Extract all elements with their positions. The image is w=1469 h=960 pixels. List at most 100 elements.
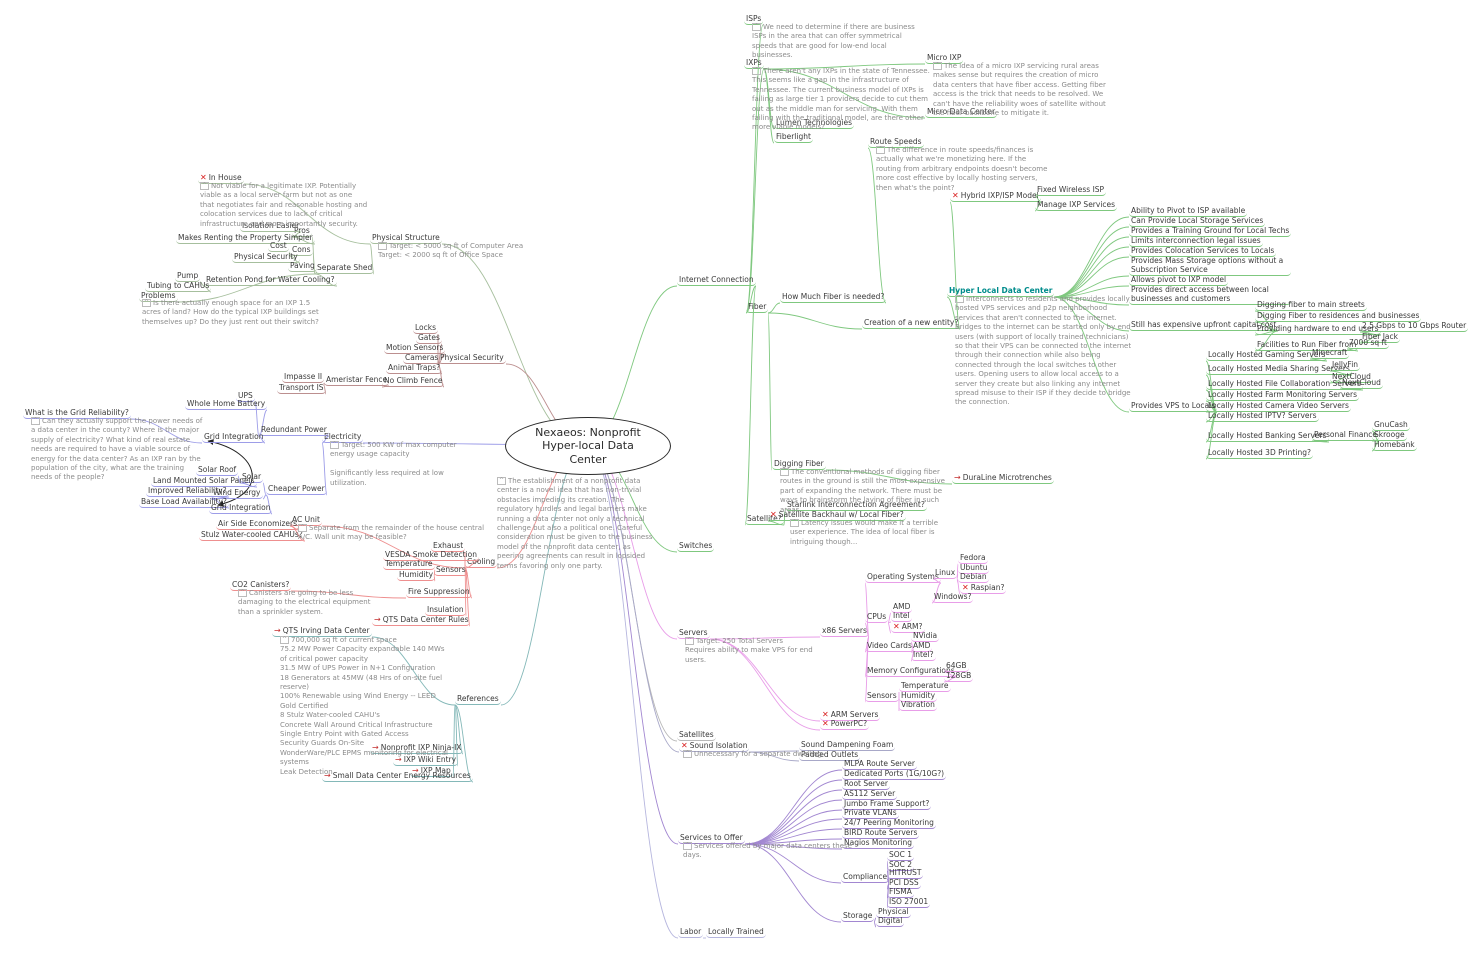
node-dedicated-ports[interactable]: Dedicated Ports (1G/10G?) — [842, 769, 947, 780]
node-animal-traps[interactable]: Animal Traps? — [386, 363, 443, 374]
node-motion-sensors[interactable]: Motion Sensors — [384, 343, 446, 354]
node-grid-reliability[interactable]: What is the Grid Reliability? — [23, 408, 131, 419]
node-cheaper-power[interactable]: Cheaper Power — [266, 484, 327, 495]
node-fiber-jack[interactable]: Fiber Jack — [1360, 332, 1400, 343]
node-creation-entity[interactable]: Creation of a new entity? — [862, 318, 961, 329]
node-locks[interactable]: Locks — [413, 323, 439, 334]
node-hybrid-model[interactable]: ✕Hybrid IXP/ISP Model — [950, 191, 1041, 202]
node-debian[interactable]: Debian — [958, 572, 989, 583]
node-cameras[interactable]: Cameras — [403, 353, 441, 364]
node-bird[interactable]: BIRD Route Servers — [842, 828, 920, 839]
node-soc1[interactable]: SOC 1 — [887, 850, 915, 861]
node-compliance[interactable]: Compliance — [841, 872, 890, 883]
node-micro-ixp[interactable]: Micro IXP — [925, 53, 964, 64]
node-media-sharing[interactable]: Locally Hosted Media Sharing Servers — [1206, 364, 1352, 375]
node-video-cards[interactable]: Video Cards — [865, 641, 914, 652]
node-sound-foam[interactable]: Sound Dampening Foam — [799, 740, 896, 751]
node-file-collab[interactable]: Locally Hosted File Collaboration Server… — [1206, 379, 1363, 390]
node-solar[interactable]: Solar — [240, 472, 264, 483]
node-banking[interactable]: Locally Hosted Banking Servers — [1206, 431, 1329, 442]
node-ninja-ix[interactable]: →Nonprofit IXP Ninja-IX — [370, 743, 464, 754]
node-in-house[interactable]: ✕In House — [198, 173, 244, 184]
node-minecraft[interactable]: Minecraft — [1310, 348, 1350, 359]
node-qts-irving[interactable]: →QTS Irving Data Center — [272, 626, 372, 637]
node-hyper-local-dc[interactable]: Hyper Local Data Center — [947, 286, 1055, 297]
node-intel-gpu[interactable]: Intel? — [911, 650, 936, 661]
node-nextcloud1[interactable]: NextCloud — [1330, 372, 1373, 383]
node-allows-pivot[interactable]: Allows pivot to IXP model — [1129, 275, 1229, 286]
node-ubuntu[interactable]: Ubuntu — [958, 563, 990, 574]
node-personal-finance[interactable]: Personal Finance — [1312, 430, 1379, 441]
node-soc2[interactable]: SOC 2 — [887, 860, 915, 871]
node-camera-video[interactable]: Locally Hosted Camera Video Servers — [1206, 401, 1351, 412]
node-gb64[interactable]: 64GB — [944, 661, 969, 672]
node-memory[interactable]: Memory Configurations — [865, 666, 957, 677]
node-duraline[interactable]: →DuraLine Microtrenches — [952, 473, 1054, 484]
node-padded-outlets[interactable]: Padded Outlets — [799, 750, 861, 761]
node-router-25[interactable]: 2.5 Gbps to 10 Gbps Router — [1360, 321, 1469, 332]
node-lumen[interactable]: Lumen Technologies — [774, 118, 855, 129]
node-sensors-cooling[interactable]: Sensors — [434, 565, 468, 576]
node-switches[interactable]: Switches — [677, 541, 715, 552]
node-how-much-fiber[interactable]: How Much Fiber is needed? — [780, 292, 887, 303]
node-small-dc[interactable]: →Small Data Center Energy Resources — [322, 771, 473, 782]
node-impasse[interactable]: Impasse II — [282, 372, 325, 383]
node-labor[interactable]: Labor — [678, 927, 704, 938]
node-ixp-wiki[interactable]: →IXP Wiki Entry — [393, 755, 459, 766]
node-redundant-power[interactable]: Redundant Power — [259, 425, 329, 436]
node-pros[interactable]: Pros — [292, 226, 312, 237]
node-separate-shed[interactable]: Separate Shed — [315, 263, 375, 274]
node-fire-suppression[interactable]: Fire Suppression — [406, 587, 472, 598]
node-no-climb[interactable]: No Climb Fence — [382, 376, 445, 387]
node-makes-renting[interactable]: Makes Renting the Property Simpler — [176, 233, 315, 244]
node-satellite-q[interactable]: Satellite? — [745, 514, 784, 525]
node-isps[interactable]: ISPs — [744, 14, 764, 25]
node-pump[interactable]: Pump — [175, 271, 201, 282]
node-tubing-cahus[interactable]: Tubing to CAHUs — [145, 281, 212, 292]
node-nextcloud2[interactable]: NextCloud — [1340, 378, 1383, 389]
node-route-speeds[interactable]: Route Speeds — [868, 137, 924, 148]
node-jellyfin[interactable]: JellyFin — [1330, 360, 1361, 371]
node-temp-s[interactable]: Temperature — [899, 681, 951, 692]
node-ability-pivot[interactable]: Ability to Pivot to ISP available — [1129, 206, 1248, 217]
node-intel-cpu[interactable]: Intel — [891, 611, 912, 622]
node-isolation-easier[interactable]: Isolation Easier — [240, 221, 302, 232]
node-digging-residences[interactable]: Digging Fiber to residences and business… — [1255, 311, 1422, 322]
node-satellites[interactable]: Satellites — [677, 730, 716, 741]
node-cpus[interactable]: CPUs — [865, 612, 889, 623]
node-gb128[interactable]: 128GB — [944, 671, 974, 682]
node-ixps[interactable]: IXPs — [744, 58, 764, 69]
node-ameristar[interactable]: Ameristar Fence — [324, 375, 390, 386]
node-farm-monitoring[interactable]: Locally Hosted Farm Monitoring Servers — [1206, 390, 1360, 401]
node-digital-st[interactable]: Digital — [876, 916, 905, 927]
node-mlpa[interactable]: MLPA Route Server — [842, 759, 917, 770]
node-sqft-7000[interactable]: 7000 sq ft — [1347, 338, 1389, 349]
node-nagios[interactable]: Nagios Monitoring — [842, 838, 915, 849]
node-physical-st[interactable]: Physical — [876, 907, 911, 918]
node-jumbo[interactable]: Jumbo Frame Support? — [842, 799, 932, 810]
node-operating-systems[interactable]: Operating Systems — [865, 572, 941, 583]
node-cooling[interactable]: Cooling — [465, 557, 498, 568]
node-facilities-fiber[interactable]: Facilities to Run Fiber from — [1255, 340, 1359, 351]
node-transport-is[interactable]: Transport IS — [277, 383, 326, 394]
node-physical-structure[interactable]: Physical Structure — [370, 233, 442, 244]
node-references[interactable]: References — [455, 694, 501, 705]
node-physec-small[interactable]: Physical Security — [232, 252, 300, 263]
node-digging-main[interactable]: Digging fiber to main streets — [1255, 300, 1367, 311]
node-training-ground[interactable]: Provides a Training Ground for Local Tec… — [1129, 226, 1292, 237]
node-retention-pond[interactable]: Retention Pond for Water Cooling? — [204, 275, 337, 286]
node-sound-isolation[interactable]: ✕Sound Isolation — [679, 741, 750, 752]
node-still-expensive[interactable]: Still has expensive upfront capital cost — [1129, 320, 1279, 331]
node-ixp-map[interactable]: →IXP Map — [410, 766, 453, 777]
node-exhaust[interactable]: Exhaust — [431, 541, 466, 552]
node-cons[interactable]: Cons — [290, 245, 313, 256]
root-node[interactable]: Nexaeos: Nonprofit Hyper-local Data Cent… — [505, 417, 671, 475]
node-amd-gpu[interactable]: AMD — [911, 641, 933, 652]
node-stulz[interactable]: Stulz Water-cooled CAHUs? — [199, 530, 305, 541]
node-gates[interactable]: Gates — [416, 333, 442, 344]
node-storage-services[interactable]: Can Provide Local Storage Services — [1129, 216, 1266, 227]
node-humidity-cooling[interactable]: Humidity — [397, 570, 436, 581]
node-digging-fiber[interactable]: Digging Fiber — [772, 459, 826, 470]
node-providing-hardware[interactable]: Providing hardware to end users — [1255, 324, 1381, 335]
node-micro-data-center[interactable]: Micro Data Center — [925, 107, 998, 118]
